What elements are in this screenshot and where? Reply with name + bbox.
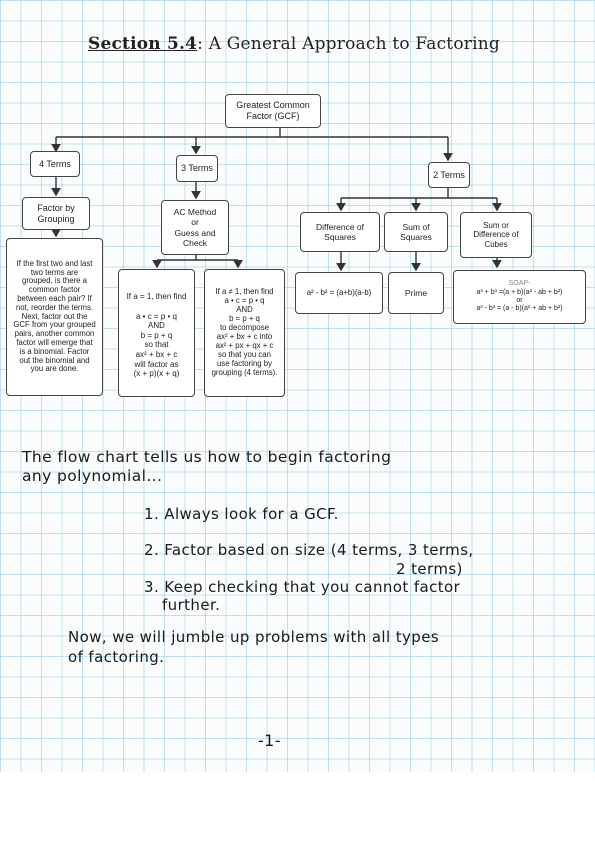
step-2-continued: 2 terms) bbox=[396, 560, 463, 578]
closing-line-1: Now, we will jumble up problems with all… bbox=[68, 628, 440, 646]
two-terms-box: 2 Terms bbox=[428, 162, 470, 188]
difference-of-squares-formula-box: a² - b² = (a+b)(a-b) bbox=[295, 272, 383, 314]
four-terms-box: 4 Terms bbox=[30, 151, 80, 177]
grouping-explanation-box: If the first two and last two terms are … bbox=[6, 238, 103, 396]
difference-of-squares-box: Difference of Squares bbox=[300, 212, 380, 252]
intro-line-1: The flow chart tells us how to begin fac… bbox=[22, 448, 392, 466]
intro-line-2: any polynomial... bbox=[22, 467, 163, 485]
graph-paper bbox=[0, 0, 595, 772]
page-heading: Section 5.4: A General Approach to Facto… bbox=[88, 34, 500, 54]
a-not-one-box: If a ≠ 1, then find a • c = p • q AND b … bbox=[204, 269, 285, 397]
a-equals-one-steps: a • c = p • q AND b = p + q so that ax² … bbox=[133, 311, 180, 379]
ac-method-box: AC Method or Guess and Check bbox=[161, 200, 229, 255]
a-equals-one-lead: If a = 1, then find bbox=[126, 292, 187, 301]
sum-of-squares-box: Sum of Squares bbox=[384, 212, 448, 252]
sum-of-squares-prime-box: Prime bbox=[388, 272, 444, 314]
step-3: 3. Keep checking that you cannot factor bbox=[144, 578, 461, 596]
closing-line-2: of factoring. bbox=[68, 648, 165, 666]
section-title: : A General Approach to Factoring bbox=[197, 34, 500, 54]
step-3-continued: further. bbox=[162, 596, 221, 614]
step-1: 1. Always look for a GCF. bbox=[144, 505, 339, 523]
three-terms-box: 3 Terms bbox=[176, 155, 218, 182]
section-number: Section 5.4 bbox=[88, 34, 198, 54]
factor-by-grouping-box: Factor by Grouping bbox=[22, 197, 90, 230]
page-number: -1- bbox=[258, 731, 281, 750]
step-2: 2. Factor based on size (4 terms, 3 term… bbox=[144, 541, 474, 559]
a-equals-one-box: If a = 1, then find a • c = p • q AND b … bbox=[118, 269, 195, 397]
sum-difference-cubes-box: Sum or Difference of Cubes bbox=[460, 212, 532, 258]
cubes-formula-box: SOAP- a³ + b³ =(a + b)(a² - ab + b²) or … bbox=[453, 270, 586, 324]
gcf-box: Greatest Common Factor (GCF) bbox=[225, 94, 321, 128]
soap-label: SOAP- bbox=[508, 280, 531, 288]
cubes-formula: a³ + b³ =(a + b)(a² - ab + b²) or a³ - b… bbox=[476, 288, 563, 313]
